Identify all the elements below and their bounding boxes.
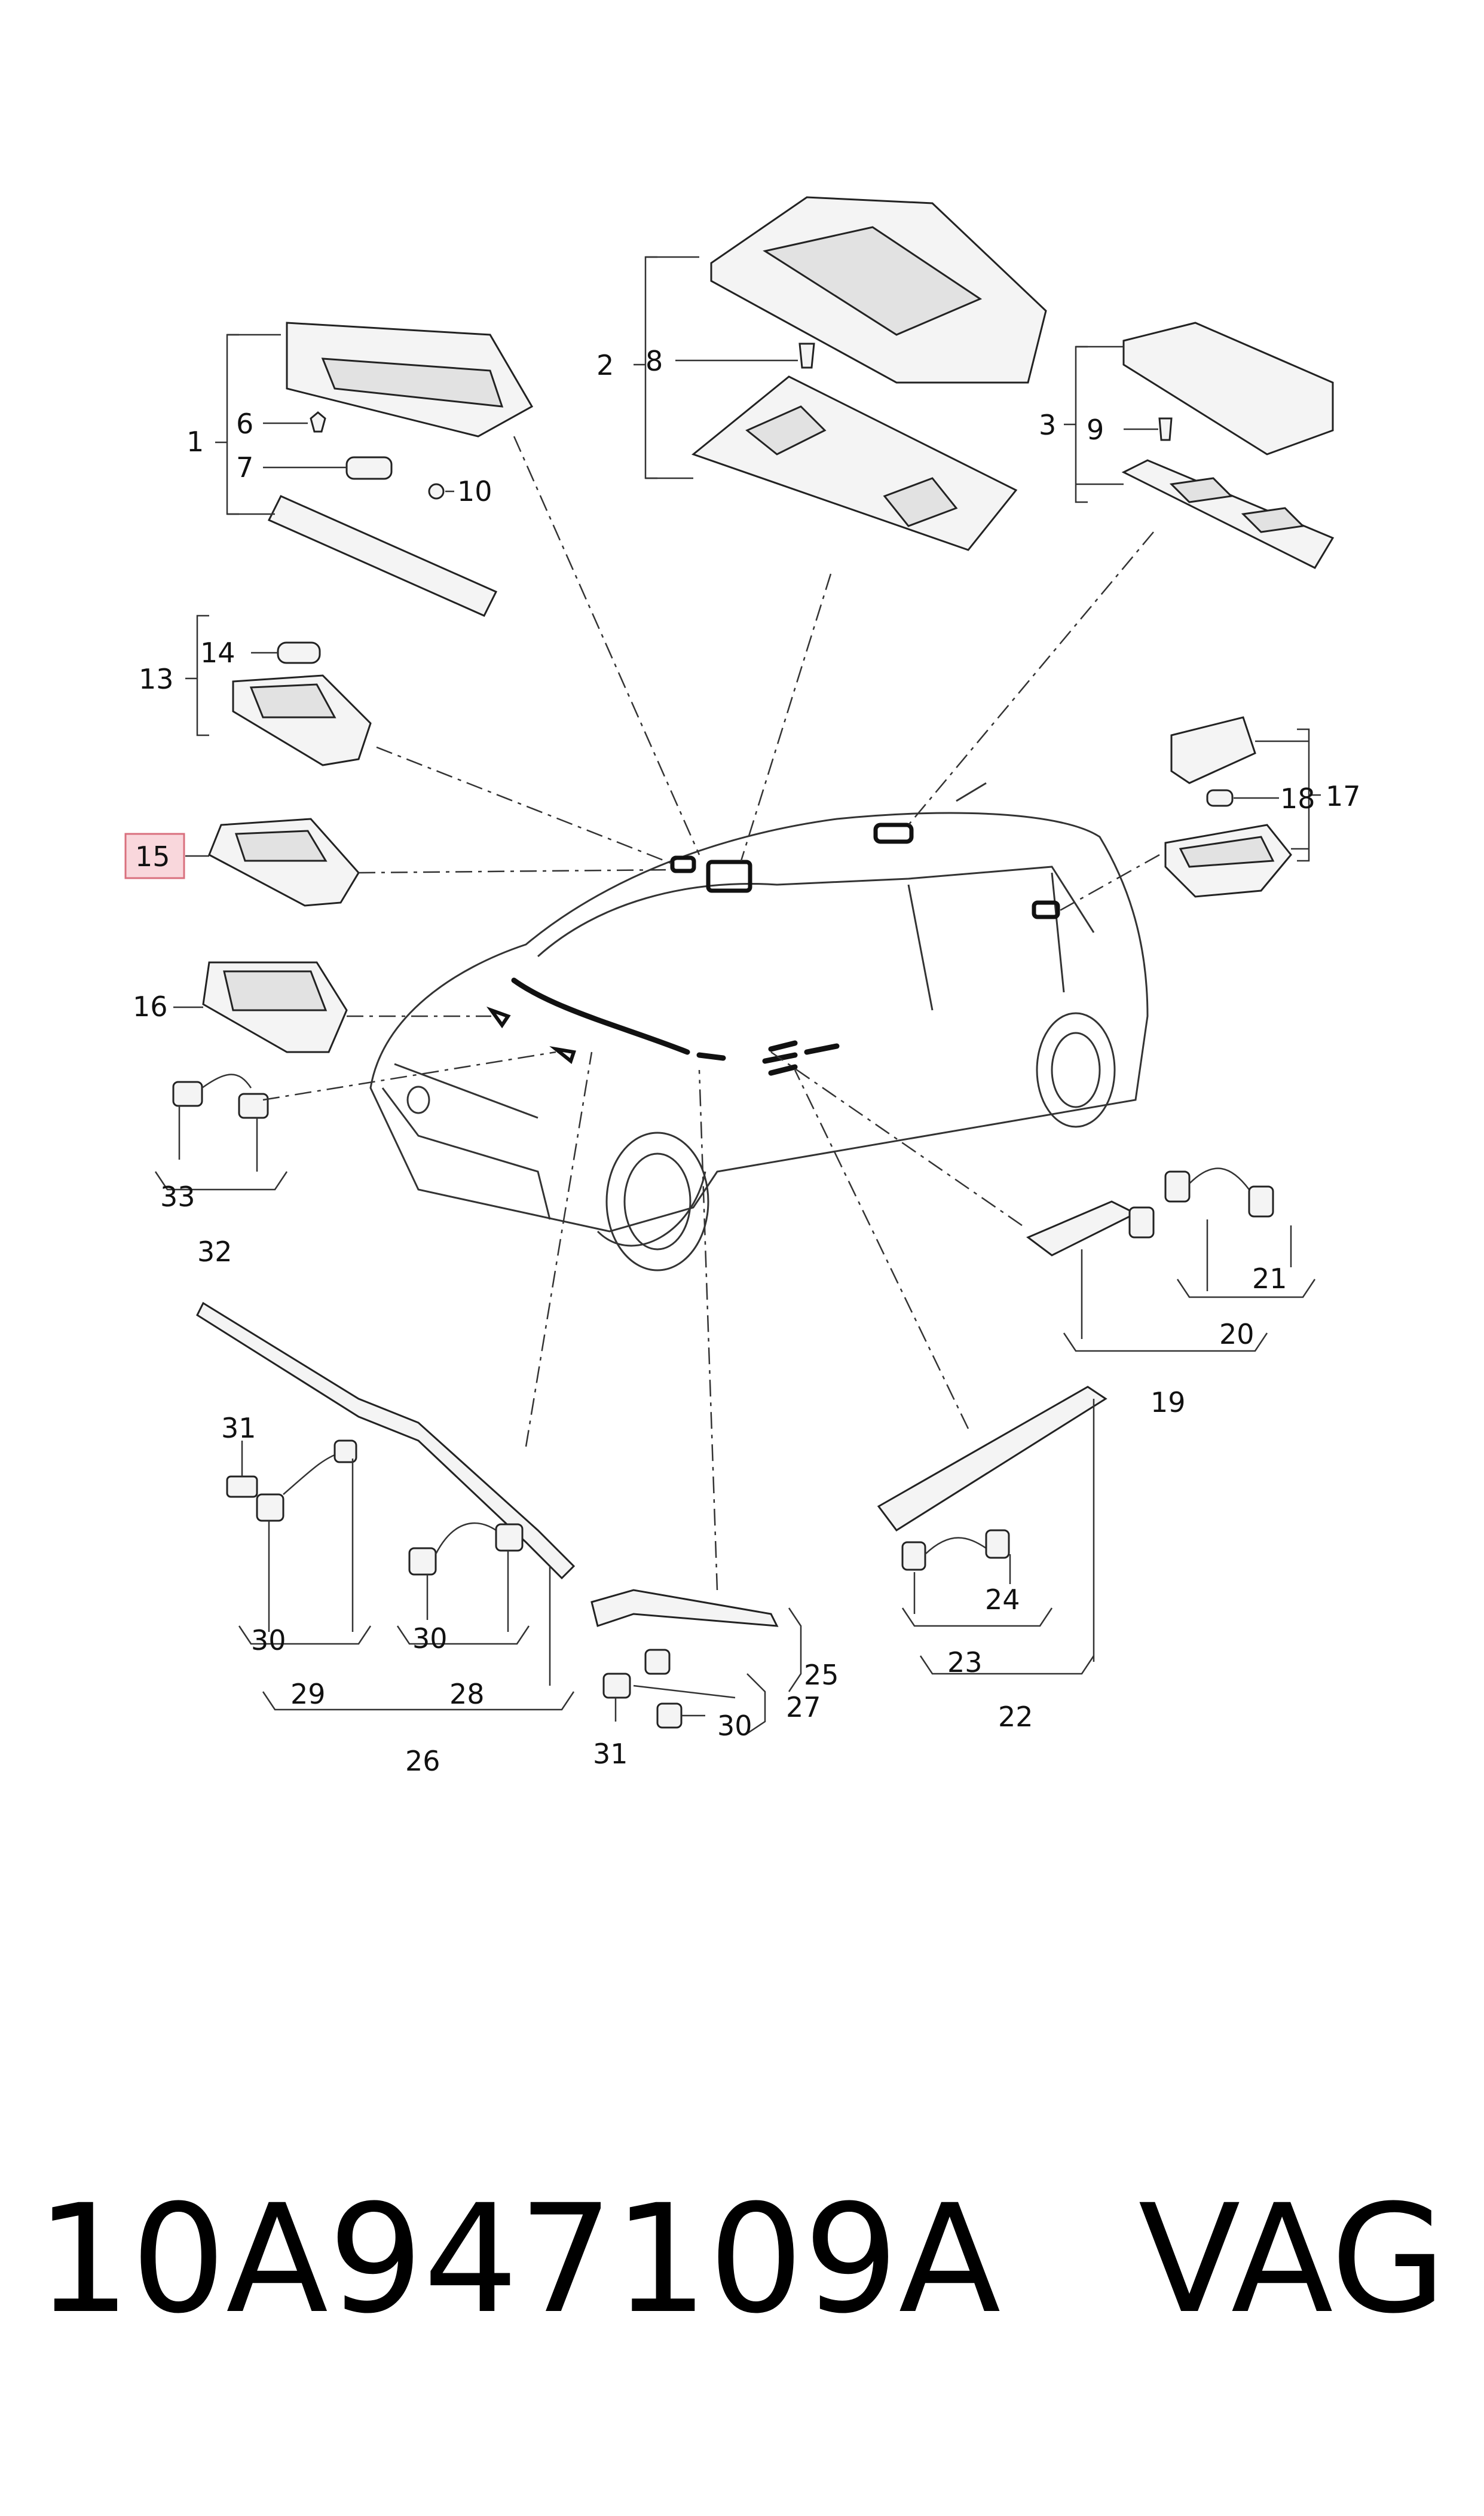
callout-32: 32 xyxy=(197,1236,232,1268)
part-group-22 xyxy=(794,1069,1107,1675)
part-group-32 xyxy=(154,1051,556,1191)
callout-28: 28 xyxy=(449,1678,485,1710)
footer: 10A947109A VAG xyxy=(36,2176,1446,2343)
callout-7: 7 xyxy=(236,451,253,484)
callout-8: 8 xyxy=(645,345,663,377)
callout-18: 18 xyxy=(1280,782,1315,815)
callout-14: 14 xyxy=(200,637,235,669)
callout-21: 21 xyxy=(1252,1262,1287,1295)
part-group-13 xyxy=(185,615,673,865)
part-group-16 xyxy=(173,961,491,1053)
part-group-3 xyxy=(908,322,1335,826)
callout-23: 23 xyxy=(947,1646,983,1679)
callout-31a: 31 xyxy=(221,1412,256,1444)
callout-6: 6 xyxy=(236,408,253,440)
bulb-6-icon xyxy=(310,411,326,433)
callout-16: 16 xyxy=(133,990,168,1023)
part-group-1 xyxy=(215,322,700,855)
part-group-25 xyxy=(590,1069,802,1735)
part-group-19 xyxy=(770,1051,1316,1352)
callout-26: 26 xyxy=(405,1745,440,1777)
callout-20: 20 xyxy=(1219,1318,1254,1350)
callout-13: 13 xyxy=(139,663,174,695)
callout-24: 24 xyxy=(985,1583,1020,1616)
highlight-box-15 xyxy=(124,833,185,879)
callout-22: 22 xyxy=(998,1701,1033,1733)
callout-2: 2 xyxy=(596,349,614,381)
bulb-7-icon xyxy=(345,456,393,480)
callout-25: 25 xyxy=(804,1659,839,1691)
part-group-15 xyxy=(185,818,673,907)
callout-30a: 30 xyxy=(251,1624,286,1656)
car-outline xyxy=(369,782,1149,1271)
callout-1: 1 xyxy=(186,426,204,458)
part-group-2 xyxy=(634,196,1047,861)
callout-3: 3 xyxy=(1039,409,1056,441)
part-number: 10A947109A xyxy=(36,2172,1001,2346)
callout-19: 19 xyxy=(1151,1386,1186,1419)
screw-10-icon xyxy=(428,483,445,500)
bulb-8-icon xyxy=(798,343,815,369)
callout-30b: 30 xyxy=(412,1622,448,1655)
bulb-14-icon xyxy=(277,641,321,664)
callout-27: 27 xyxy=(786,1691,821,1723)
bulb-9-icon xyxy=(1158,417,1173,441)
callout-15: 15 xyxy=(135,840,170,873)
bulb-18-icon xyxy=(1206,789,1234,807)
callout-10: 10 xyxy=(457,475,492,508)
callout-29: 29 xyxy=(290,1678,326,1710)
callout-9: 9 xyxy=(1087,414,1104,446)
part-group-26 xyxy=(196,1051,593,1711)
callout-31b: 31 xyxy=(593,1738,628,1770)
callout-17: 17 xyxy=(1326,780,1361,812)
callout-30c: 30 xyxy=(717,1710,752,1742)
part-group-17 xyxy=(1057,716,1321,913)
callout-33: 33 xyxy=(160,1181,195,1213)
brand-label: VAG xyxy=(1138,2172,1446,2346)
